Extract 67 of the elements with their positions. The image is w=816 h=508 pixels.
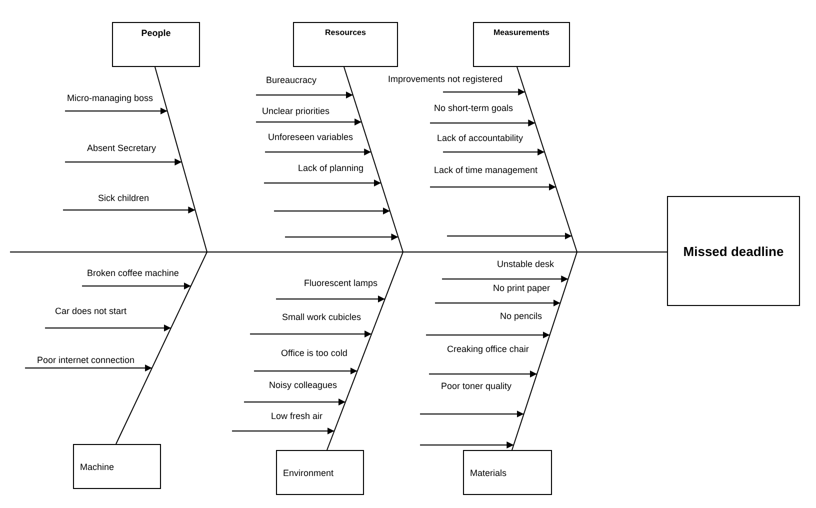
arrow bbox=[64, 108, 168, 114]
arrow bbox=[442, 88, 526, 96]
arrow bbox=[256, 92, 354, 98]
edge-label: Sick children bbox=[97, 193, 150, 204]
edge-label: Unclear priorities bbox=[261, 106, 331, 117]
category-box bbox=[463, 450, 552, 495]
arrow bbox=[420, 410, 524, 418]
arrow bbox=[256, 118, 362, 126]
arrow bbox=[274, 208, 390, 214]
arrow bbox=[62, 206, 196, 214]
arrow bbox=[276, 296, 386, 302]
arrow bbox=[426, 332, 550, 338]
node-label: Measurements bbox=[493, 28, 550, 37]
edge-label: Unforeseen variables bbox=[267, 132, 354, 143]
edge-label: Poor toner quality bbox=[440, 381, 513, 392]
node-label: People bbox=[141, 28, 171, 38]
edge-label: Fluorescent lamps bbox=[303, 278, 379, 289]
edge-label: Lack of planning bbox=[297, 163, 365, 174]
arrow bbox=[44, 324, 172, 332]
category-box bbox=[473, 22, 570, 67]
arrow bbox=[420, 442, 514, 448]
arrow bbox=[442, 148, 546, 156]
node-label: Materials bbox=[470, 468, 507, 478]
edge-label: Poor internet connection bbox=[36, 355, 136, 366]
arrow bbox=[232, 428, 335, 434]
edge-label: Lack of time management bbox=[433, 165, 539, 176]
arrow bbox=[254, 368, 358, 374]
edge-label: Improvements not registered bbox=[387, 74, 504, 85]
category-box bbox=[112, 22, 200, 67]
edge-label: Office is too cold bbox=[280, 348, 348, 359]
arrow bbox=[264, 180, 382, 186]
arrow bbox=[446, 232, 572, 240]
node-label: Resources bbox=[325, 28, 366, 37]
node-label: Environment bbox=[283, 468, 334, 478]
arrow bbox=[284, 234, 399, 240]
category-box bbox=[293, 22, 398, 67]
edge-label: Lack of accountability bbox=[436, 133, 524, 144]
arrow bbox=[430, 120, 536, 126]
node-label: Machine bbox=[80, 462, 114, 472]
arrow bbox=[82, 282, 192, 290]
node-label: Missed deadline bbox=[683, 244, 784, 258]
category-box bbox=[276, 450, 364, 495]
edge-label: Micro-managing boss bbox=[66, 93, 154, 104]
edge-label: No pencils bbox=[499, 311, 544, 322]
effect-box bbox=[667, 196, 800, 306]
arrow bbox=[244, 398, 346, 406]
edge-label: Low fresh air bbox=[270, 411, 324, 422]
arrow bbox=[434, 300, 561, 306]
arrow bbox=[264, 148, 372, 156]
arrow bbox=[430, 184, 556, 190]
edge-label: Creaking office chair bbox=[446, 344, 530, 355]
edge-label: Bureaucracy bbox=[265, 75, 318, 86]
arrow bbox=[428, 370, 538, 378]
edge-label: No short-term goals bbox=[433, 103, 514, 114]
bone-line bbox=[154, 66, 208, 252]
edge-label: Car does not start bbox=[54, 306, 128, 317]
arrow bbox=[250, 330, 372, 338]
edge-label: Broken coffee machine bbox=[86, 268, 180, 279]
arrow bbox=[442, 276, 569, 282]
edge-label: Absent Secretary bbox=[86, 143, 158, 154]
edge-label: Small work cubicles bbox=[281, 312, 362, 323]
edge-label: Noisy colleagues bbox=[268, 380, 338, 391]
edge-label: No print paper bbox=[492, 283, 552, 294]
arrow bbox=[24, 364, 153, 372]
arrow bbox=[64, 158, 182, 166]
edge-label: Unstable desk bbox=[496, 259, 556, 270]
category-box bbox=[73, 444, 161, 489]
